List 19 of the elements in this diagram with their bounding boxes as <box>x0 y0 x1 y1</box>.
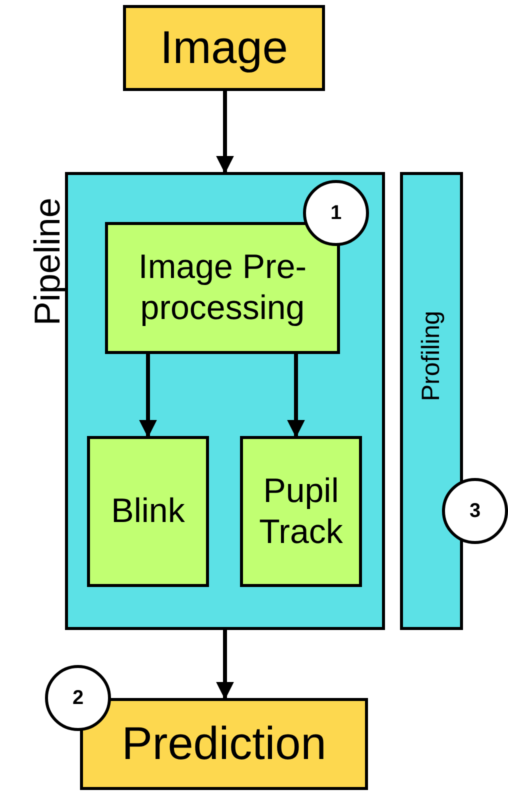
step-number: 3 <box>469 499 481 523</box>
arrow <box>216 91 234 174</box>
step-number: 2 <box>72 686 84 710</box>
arrow <box>287 354 305 438</box>
input-box <box>123 5 325 91</box>
process-box <box>87 436 209 587</box>
node-label: Prediction <box>120 716 328 772</box>
node-label: Image <box>159 20 289 76</box>
arrow <box>216 630 234 700</box>
step-number: 1 <box>330 201 342 225</box>
profiling-panel <box>400 172 463 630</box>
panel-heading: Pipeline <box>25 198 68 326</box>
process-box <box>240 436 362 587</box>
process-box <box>105 222 340 354</box>
node-label: Profiling <box>416 310 446 402</box>
node-label: Image Pre-processing <box>137 247 308 329</box>
node-label: Blink <box>110 491 186 532</box>
node-label: Pupil Track <box>258 470 344 552</box>
arrow <box>139 354 157 438</box>
